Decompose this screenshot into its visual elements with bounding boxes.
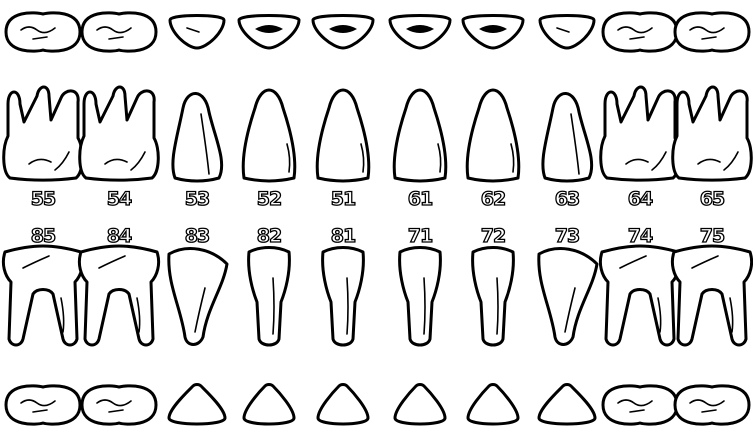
lower-tooth-83 (169, 249, 227, 345)
upper-tooth-61 (394, 90, 446, 181)
upper-tooth-55 (4, 87, 83, 180)
tooth-number-52: 52 (239, 189, 299, 209)
lower-occlusal-73 (539, 385, 595, 425)
lower-tooth-82 (249, 248, 290, 346)
upper-tooth-65 (673, 87, 752, 180)
tooth-number-85: 85 (13, 226, 73, 246)
upper-tooth-62 (467, 90, 519, 181)
tooth-number-55: 55 (13, 189, 73, 209)
upper-tooth-52 (243, 90, 295, 181)
upper-tooth-51 (317, 90, 369, 181)
lower-tooth-75 (672, 246, 751, 345)
lower-occlusal-81 (318, 385, 368, 425)
tooth-number-62: 62 (463, 189, 523, 209)
lower-occlusal-75 (675, 386, 749, 424)
tooth-number-65: 65 (682, 189, 742, 209)
lower-occlusal-74 (603, 386, 677, 424)
upper-occlusal-62 (463, 16, 523, 49)
lower-occlusal-83 (169, 385, 225, 425)
lower-occlusal-85 (6, 386, 80, 424)
tooth-number-53: 53 (167, 189, 227, 209)
tooth-number-54: 54 (89, 189, 149, 209)
lower-side-row (3, 246, 751, 345)
upper-tooth-63 (543, 93, 592, 181)
tooth-number-84: 84 (89, 226, 149, 246)
tooth-number-72: 72 (463, 226, 523, 246)
upper-tooth-53 (173, 93, 222, 181)
tooth-number-81: 81 (313, 226, 373, 246)
lower-occlusal-row (6, 385, 749, 425)
lower-tooth-85 (3, 246, 82, 345)
tooth-number-74: 74 (610, 226, 670, 246)
lower-tooth-74 (600, 246, 679, 345)
upper-occlusal-54 (82, 13, 156, 51)
upper-tooth-54 (80, 87, 159, 180)
tooth-number-82: 82 (239, 226, 299, 246)
tooth-number-83: 83 (167, 226, 227, 246)
upper-occlusal-55 (6, 13, 80, 51)
upper-occlusal-row (6, 13, 749, 51)
upper-occlusal-53 (170, 16, 224, 49)
upper-tooth-64 (601, 87, 680, 180)
upper-side-row (4, 87, 752, 181)
tooth-number-51: 51 (313, 189, 373, 209)
upper-occlusal-52 (239, 16, 299, 49)
upper-occlusal-65 (675, 13, 749, 51)
lower-tooth-81 (323, 248, 364, 346)
lower-tooth-84 (79, 246, 158, 345)
lower-tooth-73 (539, 249, 597, 345)
lower-occlusal-82 (244, 385, 294, 425)
tooth-number-63: 63 (537, 189, 597, 209)
tooth-number-75: 75 (682, 226, 742, 246)
lower-occlusal-71 (395, 385, 445, 425)
tooth-number-73: 73 (537, 226, 597, 246)
upper-occlusal-51 (313, 16, 373, 49)
lower-tooth-71 (400, 248, 441, 346)
tooth-number-71: 71 (390, 226, 450, 246)
tooth-number-61: 61 (390, 189, 450, 209)
lower-occlusal-84 (82, 386, 156, 424)
tooth-number-64: 64 (610, 189, 670, 209)
upper-occlusal-63 (540, 16, 594, 49)
lower-occlusal-72 (468, 385, 518, 425)
upper-occlusal-64 (603, 13, 677, 51)
lower-tooth-72 (473, 248, 514, 346)
upper-occlusal-61 (390, 16, 450, 49)
